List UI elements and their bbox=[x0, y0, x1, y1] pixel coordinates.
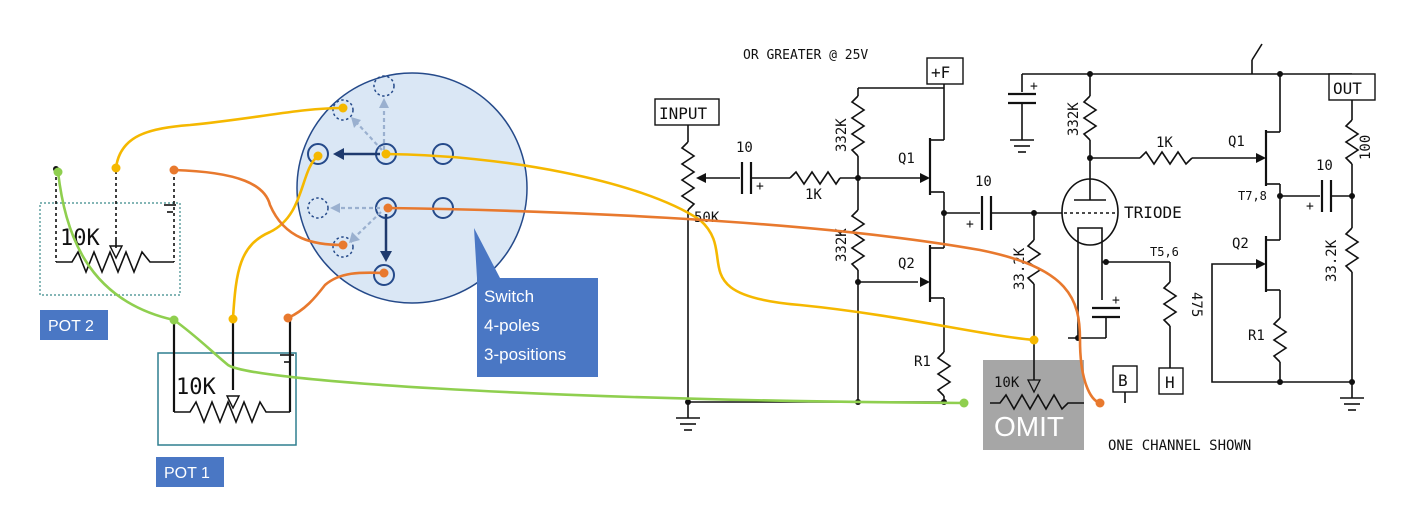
yellow-wire bbox=[384, 152, 1036, 342]
svg-text:475: 475 bbox=[1188, 292, 1204, 317]
switch-contact bbox=[373, 264, 395, 286]
switch-contact bbox=[373, 75, 395, 97]
switch-callout-line: Switch bbox=[484, 287, 534, 306]
yellow-wire bbox=[231, 154, 320, 320]
svg-text:+: + bbox=[1112, 293, 1120, 308]
note-voltage: OR GREATER @ 25V bbox=[743, 48, 868, 63]
svg-text:POT 1: POT 1 bbox=[164, 465, 210, 482]
svg-text:H: H bbox=[1165, 373, 1175, 392]
svg-text:Q2: Q2 bbox=[1232, 236, 1249, 252]
wires bbox=[56, 106, 1102, 405]
green-wire bbox=[172, 318, 966, 405]
note-channel: ONE CHANNEL SHOWN bbox=[1108, 438, 1251, 454]
schematic: OR GREATER @ 25V INPUT 10 + 1K 50K bbox=[654, 43, 1376, 454]
svg-text:10: 10 bbox=[1316, 158, 1333, 174]
svg-text:Q2: Q2 bbox=[898, 256, 915, 272]
svg-text:R1: R1 bbox=[914, 354, 931, 370]
pot-2-value: 10K bbox=[60, 226, 100, 251]
svg-text:Q1: Q1 bbox=[1228, 134, 1245, 150]
yellow-wire bbox=[114, 106, 345, 170]
svg-text:OUT: OUT bbox=[1333, 79, 1362, 98]
svg-text:+: + bbox=[966, 217, 974, 232]
svg-text:332K: 332K bbox=[1066, 102, 1082, 136]
svg-text:332K: 332K bbox=[834, 118, 850, 152]
svg-text:332K: 332K bbox=[834, 228, 850, 262]
svg-text:1K: 1K bbox=[1156, 135, 1173, 151]
pot-1-value: 10K bbox=[176, 375, 216, 400]
svg-text:1K: 1K bbox=[805, 187, 822, 203]
switch-contact bbox=[307, 143, 329, 165]
pot-1-caption: POT 1 bbox=[156, 457, 224, 487]
svg-text:+: + bbox=[1306, 199, 1314, 214]
svg-text:10: 10 bbox=[736, 140, 753, 156]
svg-text:10K: 10K bbox=[994, 375, 1020, 391]
wire-terminals bbox=[53, 103, 1105, 408]
svg-text:+: + bbox=[756, 179, 764, 194]
switch-contact bbox=[332, 99, 354, 121]
switch-callout: Switch 4-poles 3-positions bbox=[474, 228, 598, 377]
switch-arrows-inactive bbox=[336, 104, 386, 239]
svg-text:POT 2: POT 2 bbox=[48, 318, 94, 335]
switch-callout-line: 4-poles bbox=[484, 316, 540, 335]
svg-text:Q1: Q1 bbox=[898, 151, 915, 167]
svg-text:R1: R1 bbox=[1248, 328, 1265, 344]
switch-contact bbox=[332, 236, 354, 258]
pot-2: 10K bbox=[39, 166, 181, 296]
svg-text:+F: +F bbox=[931, 63, 950, 82]
switch-contact bbox=[432, 143, 454, 165]
svg-text:T5,6: T5,6 bbox=[1150, 245, 1179, 259]
svg-text:B: B bbox=[1118, 371, 1128, 390]
pot-2-caption: POT 2 bbox=[40, 310, 108, 340]
svg-text:100: 100 bbox=[1358, 135, 1374, 160]
svg-text:33.2K: 33.2K bbox=[1012, 247, 1028, 290]
svg-text:+: + bbox=[1030, 79, 1038, 94]
pot-1: 10K bbox=[157, 321, 297, 446]
switch-body bbox=[296, 72, 528, 304]
switch-contact bbox=[307, 197, 329, 219]
switch-callout-line: 3-positions bbox=[484, 345, 566, 364]
svg-text:10: 10 bbox=[975, 174, 992, 190]
svg-text:TRIODE: TRIODE bbox=[1124, 203, 1182, 222]
input-label: INPUT bbox=[659, 104, 708, 123]
switch-arrows-active bbox=[340, 152, 388, 255]
switch-arrowheads-active bbox=[333, 148, 392, 262]
green-wire bbox=[56, 170, 176, 322]
svg-text:33.2K: 33.2K bbox=[1324, 239, 1340, 282]
omit-label: OMIT bbox=[994, 411, 1064, 442]
omit-overlay: 10K OMIT bbox=[983, 340, 1084, 450]
svg-text:T7,8: T7,8 bbox=[1238, 189, 1267, 203]
orange-wire bbox=[386, 206, 1102, 405]
orange-wire bbox=[286, 271, 386, 320]
switch-arrowheads-inactive bbox=[330, 98, 389, 243]
orange-wire bbox=[172, 168, 345, 247]
